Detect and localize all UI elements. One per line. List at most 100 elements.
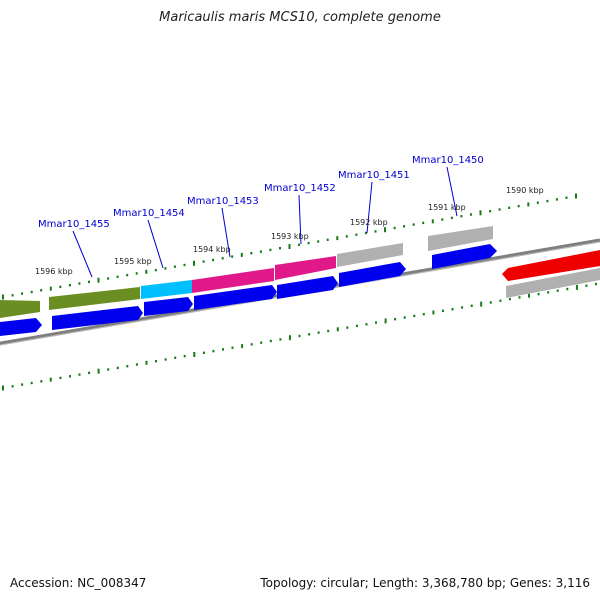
cds-arrow[interactable] <box>194 285 277 310</box>
cds-arrow[interactable] <box>339 262 406 287</box>
tick-mark <box>240 252 243 257</box>
tick-mark <box>307 241 310 245</box>
tick-mark <box>88 280 90 284</box>
tick-mark <box>97 368 100 374</box>
accession-text: Accession: NC_008347 <box>10 576 147 590</box>
cds-arrow[interactable] <box>277 276 338 299</box>
tick-mark <box>231 346 234 349</box>
tick-mark <box>21 383 24 386</box>
gene-label[interactable]: Mmar10_1453 <box>187 196 259 207</box>
kbp-label: 1590 kbp <box>506 186 544 195</box>
tick-mark <box>575 193 577 199</box>
feature-mmar10-1450[interactable] <box>428 226 493 251</box>
tick-mark <box>498 208 501 211</box>
tick-mark <box>40 380 43 383</box>
tick-mark <box>30 381 33 385</box>
tick-mark <box>536 201 539 204</box>
tick-mark <box>126 273 129 277</box>
tick-mark <box>461 306 464 309</box>
tick-mark <box>40 289 43 292</box>
cds-arrow[interactable] <box>144 297 193 316</box>
tick-mark <box>279 338 282 341</box>
gene-label[interactable]: Mmar10_1454 <box>113 208 185 219</box>
tick-mark <box>193 352 196 357</box>
gene-label[interactable]: Mmar10_1455 <box>38 219 110 230</box>
tick-mark <box>212 349 215 353</box>
tick-mark <box>528 293 530 298</box>
tick-mark <box>336 236 339 241</box>
kbp-label: 1593 kbp <box>271 232 309 241</box>
tick-mark <box>259 250 262 253</box>
tick-mark <box>288 244 291 249</box>
tick-mark <box>442 309 444 312</box>
tick-mark <box>11 294 14 297</box>
cds-arrow[interactable] <box>52 306 143 330</box>
tick-mark <box>403 316 406 319</box>
tick-mark <box>202 351 205 354</box>
tick-mark <box>30 290 33 294</box>
gene-label[interactable]: Mmar10_1451 <box>338 170 410 181</box>
topology-text: Topology: circular; Length: 3,368,780 bp… <box>260 576 590 590</box>
tick-mark <box>269 339 272 343</box>
tick-mark <box>317 331 320 334</box>
kbp-label: 1596 kbp <box>35 267 73 276</box>
feature-track <box>0 226 600 318</box>
tick-mark <box>21 292 24 295</box>
gene-label[interactable]: Mmar10_1452 <box>264 183 336 194</box>
tick-mark <box>317 240 320 243</box>
feature-mmar10-1453[interactable] <box>192 268 274 293</box>
tick-mark <box>193 260 195 266</box>
tick-mark <box>355 324 358 328</box>
tick-mark <box>575 284 578 290</box>
tick-mark <box>326 238 329 241</box>
tick-mark <box>499 299 502 302</box>
tick-mark <box>470 304 473 307</box>
gene-label[interactable]: Mmar10_1450 <box>412 155 484 166</box>
tick-mark <box>546 199 549 203</box>
feature-mmar10-1451[interactable] <box>337 243 403 267</box>
tick-mark <box>97 277 100 283</box>
tick-mark <box>78 282 81 285</box>
tick-mark <box>49 377 52 382</box>
tick-mark <box>422 313 425 316</box>
tick-mark <box>78 373 81 376</box>
tick-mark <box>470 213 472 216</box>
tick-mark <box>413 314 416 318</box>
cds-arrow[interactable] <box>0 318 42 336</box>
tick-mark <box>298 243 301 246</box>
tick-mark <box>365 323 368 326</box>
tick-mark <box>375 321 377 324</box>
tick-mark <box>126 365 129 368</box>
tick-mark <box>212 258 215 262</box>
cds-arrow[interactable] <box>432 244 497 269</box>
kbp-label: 1594 kbp <box>193 245 231 254</box>
tick-mark <box>298 334 301 338</box>
tick-mark <box>374 230 377 233</box>
tick-mark <box>260 341 263 344</box>
tick-mark <box>432 310 435 315</box>
cds-arrow-red[interactable] <box>502 250 600 281</box>
tick-mark <box>183 263 186 267</box>
tick-mark <box>164 358 167 361</box>
tick-mark <box>69 375 71 378</box>
feature-mmar10-1452[interactable] <box>275 256 336 280</box>
tick-mark <box>116 275 119 278</box>
feature-mmar10-1455[interactable] <box>49 287 140 310</box>
feature-olive-left[interactable] <box>0 300 40 318</box>
feature-mmar10-1454[interactable] <box>141 280 192 299</box>
tick-mark <box>336 327 339 332</box>
tick-mark <box>555 198 558 201</box>
outer-tick-track <box>2 193 577 300</box>
kbp-labels: 1596 kbp 1595 kbp 1594 kbp 1593 kbp 1592… <box>35 186 544 276</box>
tick-mark <box>308 333 311 336</box>
tick-mark <box>566 287 569 291</box>
tick-mark <box>107 368 110 371</box>
tick-mark <box>489 210 492 213</box>
feature-gray-right[interactable] <box>506 268 600 298</box>
tick-mark <box>116 366 119 370</box>
tick-mark <box>154 268 157 272</box>
tick-mark <box>556 289 559 292</box>
tick-mark <box>355 233 358 236</box>
tick-mark <box>508 206 511 209</box>
map-title: Maricaulis maris MCS10, complete genome <box>159 10 441 25</box>
